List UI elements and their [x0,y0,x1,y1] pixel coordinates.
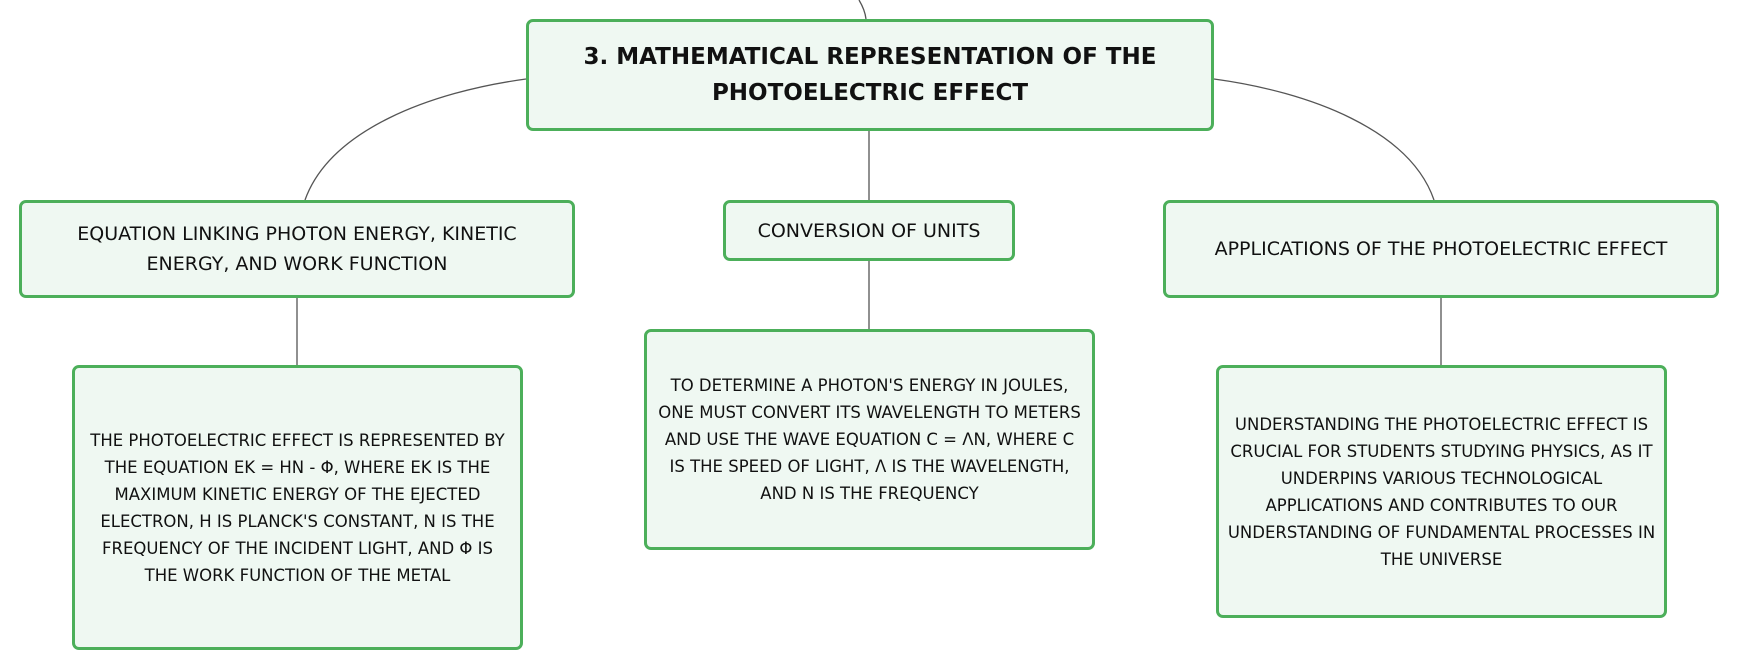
subtopic-conversion-detail-text: TO DETERMINE A PHOTON'S ENERGY IN JOULES… [658,376,1081,503]
subtopic-equation-detail-node[interactable]: THE PHOTOELECTRIC EFFECT IS REPRESENTED … [72,365,523,650]
subtopic-equation-detail-text: THE PHOTOELECTRIC EFFECT IS REPRESENTED … [90,430,505,585]
topic-applications-label: APPLICATIONS OF THE PHOTOELECTRIC EFFECT [1214,238,1668,260]
connector-parent-to-root [858,0,867,20]
topic-conversion-label: CONVERSION OF UNITS [757,219,981,242]
topic-conversion-node[interactable]: CONVERSION OF UNITS [723,200,1015,261]
subtopic-applications-detail-text: UNDERSTANDING THE PHOTOELECTRIC EFFECT I… [1227,414,1656,569]
topic-equation-label: EQUATION LINKING PHOTON ENERGY, KINETIC … [77,223,517,275]
connector-root-to-equation [304,78,527,201]
topic-equation-node[interactable]: EQUATION LINKING PHOTON ENERGY, KINETIC … [19,200,575,298]
connector-root-to-apps [1213,78,1435,201]
topic-applications-node[interactable]: APPLICATIONS OF THE PHOTOELECTRIC EFFECT [1163,200,1719,298]
root-topic-node[interactable]: 3. MATHEMATICAL REPRESENTATION OF THE PH… [526,19,1214,131]
subtopic-applications-detail-node[interactable]: UNDERSTANDING THE PHOTOELECTRIC EFFECT I… [1216,365,1667,618]
subtopic-conversion-detail-node[interactable]: TO DETERMINE A PHOTON'S ENERGY IN JOULES… [644,329,1095,550]
root-topic-title: 3. MATHEMATICAL REPRESENTATION OF THE PH… [583,44,1157,106]
